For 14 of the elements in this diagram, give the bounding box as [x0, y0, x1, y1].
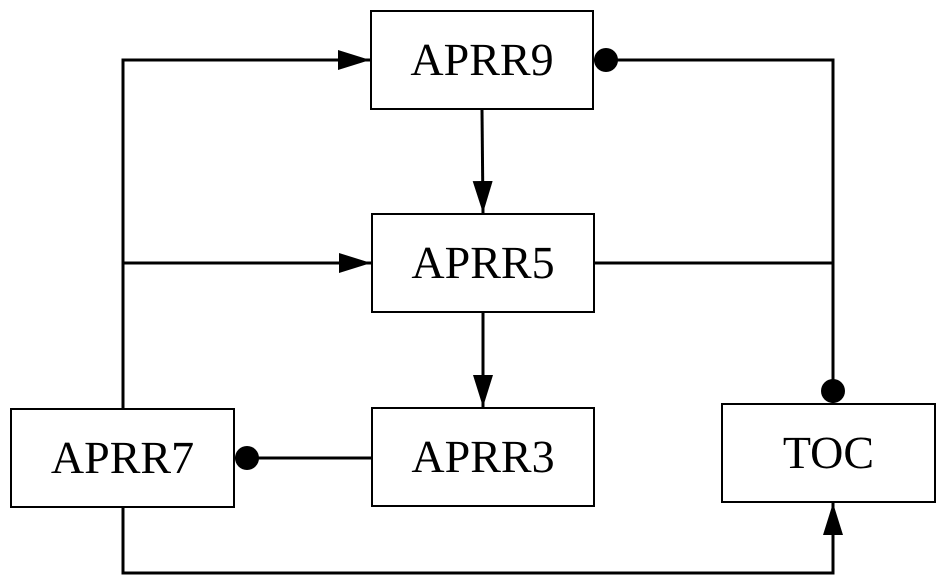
gene-label: TOC [782, 430, 874, 476]
connector-arrow [122, 253, 371, 408]
connector-arrow [122, 503, 843, 574]
gene-box [10, 408, 235, 508]
gene-box [371, 407, 595, 507]
gene-box [721, 403, 936, 503]
gene-box [371, 213, 595, 313]
gene-label: APRR3 [411, 434, 555, 480]
gene-label: APRR7 [50, 435, 194, 481]
gene-box [370, 10, 594, 110]
connector-arrow [472, 110, 493, 214]
gene-label: APRR5 [411, 240, 555, 286]
gene-label: APRR9 [410, 37, 554, 83]
connector-arrow [473, 313, 493, 407]
